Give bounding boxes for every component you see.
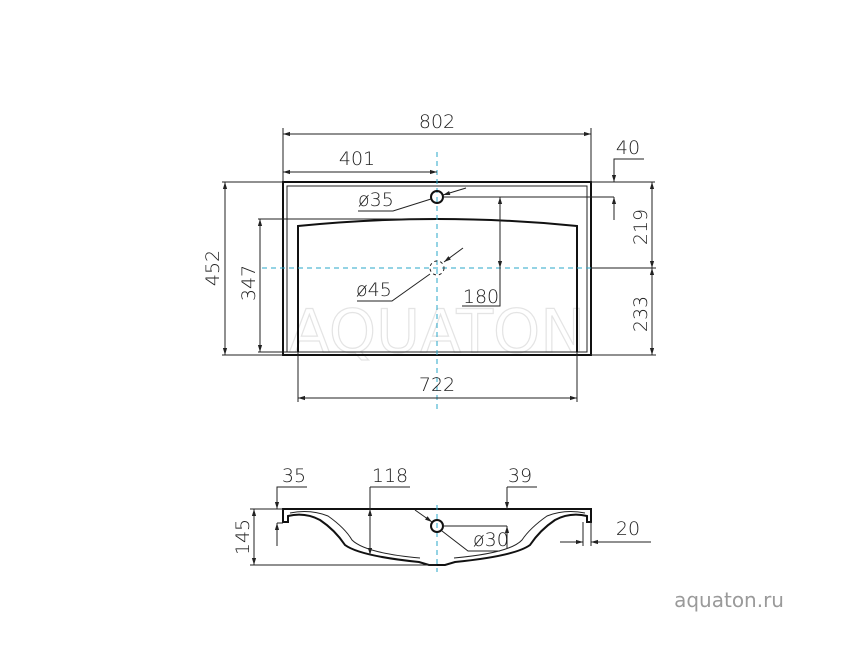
dim-label-219: 219: [630, 209, 652, 245]
basin-inner-profile: [289, 511, 586, 559]
dim-label-20: 20: [616, 518, 640, 540]
dim-label-802: 802: [419, 111, 455, 133]
dim-label-118: 118: [372, 465, 408, 487]
side-view: 145 35 118 39 ø30 20: [232, 465, 651, 572]
dim-label-40: 40: [616, 137, 640, 159]
dim-label-drain: ø45: [356, 279, 392, 301]
dim-label-overflow: ø30: [473, 529, 509, 551]
dim-label-tap-hole: ø35: [358, 189, 394, 211]
dim-label-452: 452: [202, 250, 224, 286]
website-label: aquaton.ru: [674, 588, 784, 612]
basin-profile: [282, 508, 592, 566]
dim-label-401: 401: [339, 148, 375, 170]
dim-label-233: 233: [630, 296, 652, 332]
dim-label-180: 180: [463, 286, 499, 308]
drain-hole: [429, 260, 445, 276]
dim-label-35: 35: [282, 465, 306, 487]
dim-label-145: 145: [232, 519, 254, 555]
dim-label-722: 722: [419, 374, 455, 396]
dim-label-347: 347: [238, 265, 260, 301]
top-view: AQUATON 802 401 ø35 40 219 233: [202, 111, 656, 410]
dim-label-39: 39: [508, 465, 532, 487]
